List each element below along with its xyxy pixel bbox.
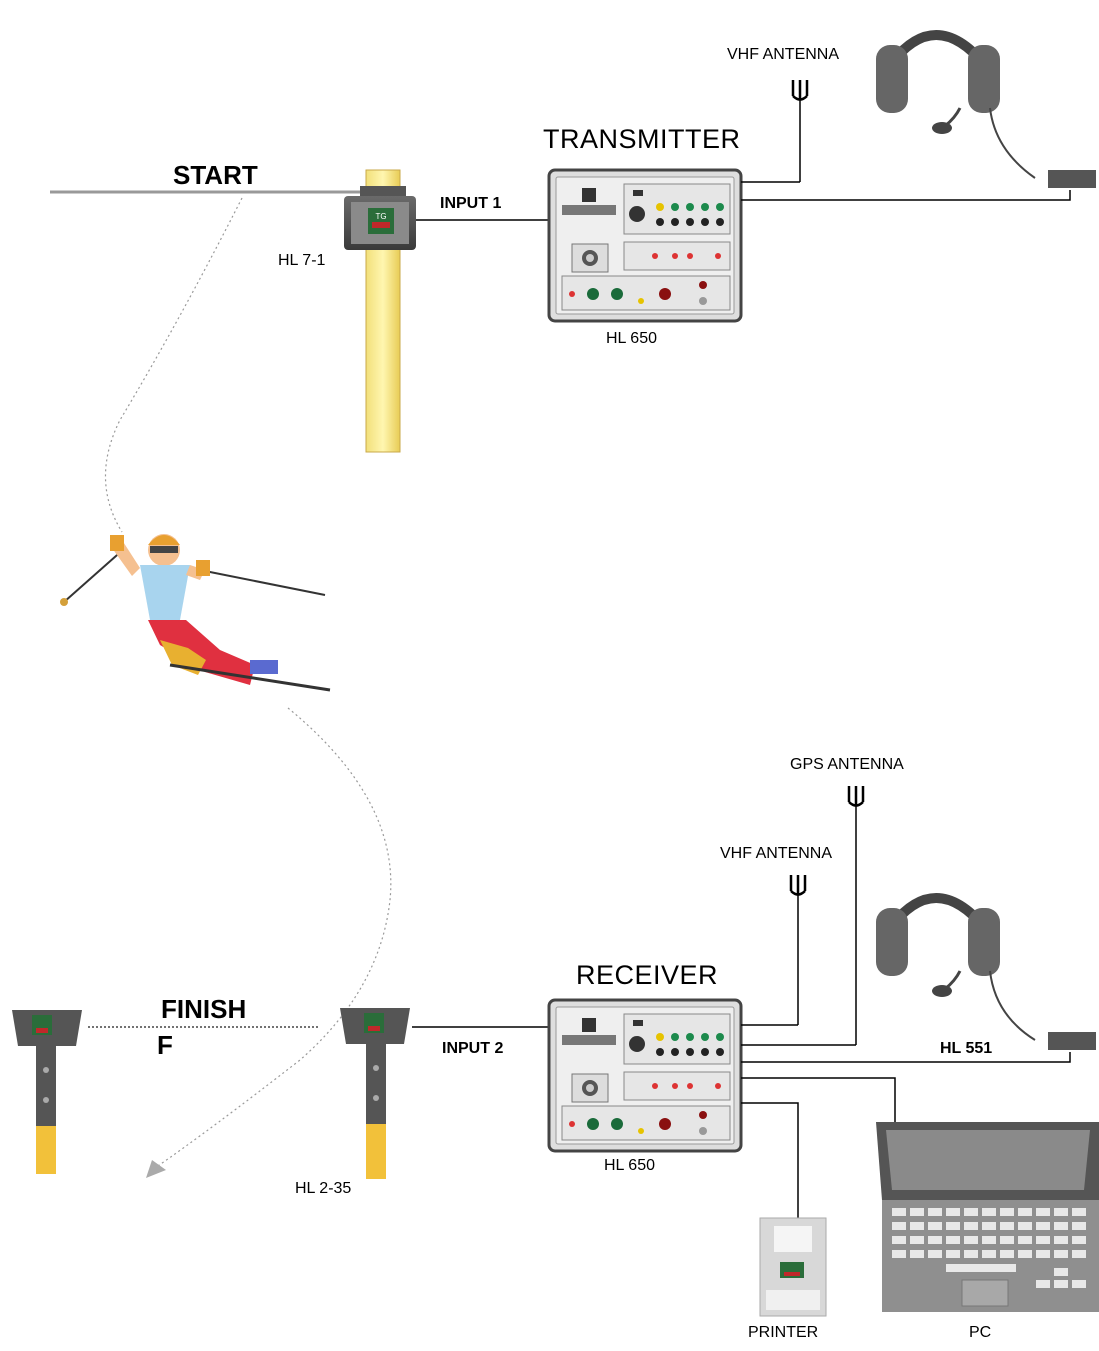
antenna-icon [741, 80, 809, 183]
vhf-antenna-top-label: VHF ANTENNA [727, 46, 840, 63]
hl2-35-label: HL 2-35 [295, 1180, 352, 1197]
hl551-label: HL 551 [940, 1040, 993, 1057]
printer-label: PRINTER [748, 1324, 819, 1341]
hl650-bottom-label: HL 650 [604, 1157, 655, 1174]
start-gate-icon: TG [344, 169, 416, 453]
printer-icon [759, 1217, 827, 1317]
transmitter-label: TRANSMITTER [543, 124, 741, 154]
input1-label: INPUT 1 [440, 195, 502, 212]
headset-icon [876, 30, 1096, 188]
vhf-antenna-bottom-label: VHF ANTENNA [720, 845, 833, 862]
skier-icon [60, 534, 331, 692]
input2-label: INPUT 2 [442, 1040, 504, 1057]
antenna-icon [741, 786, 865, 1046]
svg-text:TG: TG [375, 212, 386, 221]
finish-label: FINISH [161, 994, 247, 1024]
finish-f-label: F [157, 1030, 173, 1060]
receiver-label: RECEIVER [576, 960, 719, 990]
laptop-icon [876, 1122, 1099, 1312]
photocell-icon [340, 1008, 410, 1179]
receiver-unit-icon [547, 998, 743, 1153]
start-label: START [173, 160, 258, 190]
hl650-top-label: HL 650 [606, 330, 657, 347]
hl7-1-label: HL 7-1 [278, 252, 326, 269]
finish-photocell-left-icon [12, 1010, 82, 1174]
gps-antenna-label: GPS ANTENNA [790, 756, 904, 773]
headset-icon [876, 893, 1096, 1050]
transmitter-unit-icon [547, 168, 743, 323]
pc-label: PC [969, 1324, 992, 1341]
antenna-icon [741, 875, 807, 1026]
